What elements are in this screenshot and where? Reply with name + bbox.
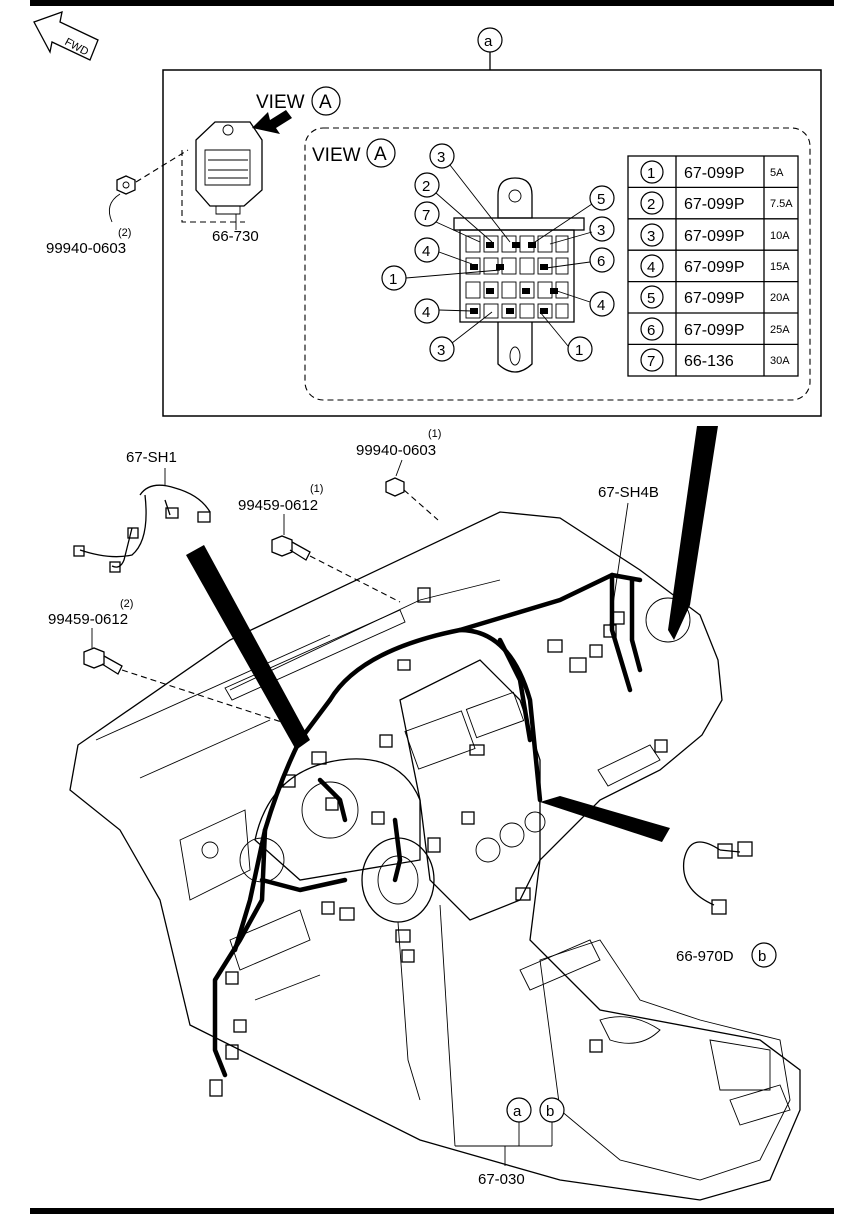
- nut-1-icon: [385, 477, 439, 521]
- svg-text:VIEW: VIEW: [312, 145, 361, 166]
- svg-text:5A: 5A: [770, 167, 784, 179]
- svg-text:1: 1: [575, 342, 583, 359]
- svg-text:67-099P: 67-099P: [684, 322, 745, 339]
- part-66-730: 66-730: [212, 228, 259, 245]
- fuse-row: 3 67-099P 10A: [640, 223, 790, 247]
- svg-text:A: A: [374, 144, 387, 165]
- bolt-2-icon: [83, 647, 301, 729]
- svg-text:67-099P: 67-099P: [684, 165, 745, 182]
- fuse-block-sketch: [181, 121, 263, 223]
- svg-text:25A: 25A: [770, 324, 790, 336]
- part-99459-0612-1: 99459-0612: [238, 497, 318, 514]
- bottom-rule: [30, 1208, 834, 1214]
- svg-text:3: 3: [597, 222, 605, 239]
- main-wiring-harness: [212, 572, 643, 1078]
- svg-text:4: 4: [422, 243, 430, 260]
- fuse-row: 1 67-099P 5A: [640, 160, 784, 184]
- callout-b-970d: b: [751, 942, 777, 968]
- svg-text:1: 1: [389, 271, 397, 288]
- svg-text:a: a: [513, 1103, 522, 1120]
- svg-text:(2): (2): [118, 227, 131, 239]
- svg-text:6: 6: [597, 253, 605, 270]
- svg-text:7.5A: 7.5A: [770, 198, 793, 210]
- svg-text:67-099P: 67-099P: [684, 259, 745, 276]
- part-67-030: 67-030: [478, 1171, 525, 1188]
- fuse-row: 5 67-099P 20A: [640, 285, 790, 309]
- part-67-sh4b: 67-SH4B: [598, 484, 659, 501]
- leader-sh1: [186, 545, 310, 750]
- part-99940-0603-1: 99940-0603: [356, 442, 436, 459]
- svg-text:15A: 15A: [770, 261, 790, 273]
- bolt-1-icon: [271, 535, 401, 603]
- fuse-row: 4 67-099P 15A: [640, 254, 790, 278]
- svg-text:1: 1: [647, 165, 655, 182]
- svg-text:5: 5: [647, 290, 655, 307]
- view-a-region: [304, 127, 811, 401]
- fwd-label: FWD: [63, 36, 91, 58]
- svg-text:3: 3: [437, 149, 445, 166]
- svg-text:6: 6: [647, 322, 655, 339]
- main-harness-callout: a b: [439, 904, 565, 1166]
- nut-2-icon: [108, 149, 189, 223]
- svg-text:(1): (1): [428, 428, 441, 440]
- svg-text:5: 5: [597, 191, 605, 208]
- svg-text:67-099P: 67-099P: [684, 290, 745, 307]
- fuse-row: 6 67-099P 25A: [640, 317, 790, 341]
- svg-text:3: 3: [437, 342, 445, 359]
- svg-text:a: a: [484, 33, 493, 50]
- svg-text:(2): (2): [120, 598, 133, 610]
- callout-a-top: a: [477, 27, 503, 70]
- svg-text:4: 4: [597, 297, 605, 314]
- view-a-label-top: VIEW A: [252, 86, 341, 134]
- harness-970d-sketch: [682, 841, 753, 915]
- harness-sh1-sketch: [73, 484, 211, 573]
- part-99940-0603-2: 99940-0603: [46, 240, 126, 257]
- svg-text:67-099P: 67-099P: [684, 228, 745, 245]
- part-99459-0612-2: 99459-0612: [48, 611, 128, 628]
- view-a-label-inner: VIEW A: [312, 138, 396, 168]
- part-66-970d: 66-970D: [676, 948, 734, 965]
- svg-text:20A: 20A: [770, 292, 790, 304]
- fuse-table: 1 67-099P 5A 2 67-099P 7.5A 3 67-099P 10…: [627, 155, 799, 377]
- svg-text:2: 2: [647, 196, 655, 213]
- svg-text:VIEW: VIEW: [256, 92, 305, 113]
- svg-text:(1): (1): [310, 483, 323, 495]
- harness-connectors: [209, 587, 668, 1097]
- svg-text:4: 4: [647, 259, 655, 276]
- part-67-sh1: 67-SH1: [126, 449, 177, 466]
- svg-text:4: 4: [422, 304, 430, 321]
- svg-text:7: 7: [422, 207, 430, 224]
- svg-text:2: 2: [422, 178, 430, 195]
- svg-text:7: 7: [647, 353, 655, 370]
- top-rule: [30, 0, 834, 6]
- dashboard-illustration: [69, 511, 801, 1201]
- svg-text:66-136: 66-136: [684, 353, 734, 370]
- svg-text:10A: 10A: [770, 230, 790, 242]
- svg-text:30A: 30A: [770, 355, 790, 367]
- fuse-row: 7 66-136 30A: [640, 348, 790, 372]
- svg-text:3: 3: [647, 228, 655, 245]
- fwd-arrow-icon: FWD: [33, 11, 99, 61]
- svg-text:b: b: [758, 948, 766, 965]
- fuse-callouts: 3 2 7 4 1 4 3 5 3 6 4 1: [381, 143, 615, 362]
- leader-b: [540, 796, 670, 842]
- leader-a: [668, 426, 718, 640]
- svg-text:b: b: [546, 1103, 554, 1120]
- svg-text:67-099P: 67-099P: [684, 196, 745, 213]
- svg-text:A: A: [319, 92, 332, 113]
- fuse-row: 2 67-099P 7.5A: [640, 191, 793, 215]
